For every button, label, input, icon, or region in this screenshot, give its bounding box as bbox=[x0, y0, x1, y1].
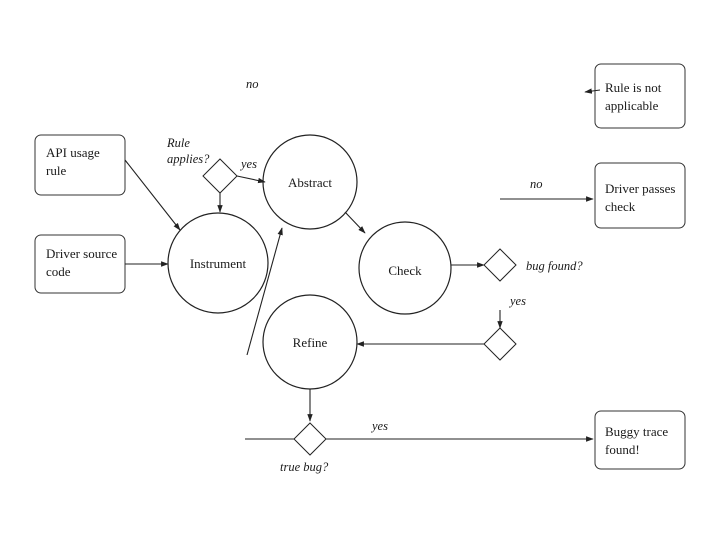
edge-no-to-rule-not-applicable bbox=[584, 88, 601, 94]
abstract-label: Abstract bbox=[288, 175, 332, 190]
driver-source-code-box: Driver source code bbox=[34, 234, 126, 294]
driver-source-code-line1: Driver source bbox=[46, 246, 117, 261]
refine-node: Refine bbox=[262, 294, 358, 390]
edge-loop-to-abstract bbox=[246, 227, 283, 356]
check-node: Check bbox=[358, 221, 452, 315]
no-passes-label: no bbox=[530, 177, 543, 191]
true-bug-diamond bbox=[293, 422, 327, 456]
edge-rule-yes-to-abstract bbox=[236, 175, 266, 184]
edge-api-to-instrument bbox=[124, 159, 181, 231]
edge-abstract-to-check bbox=[344, 211, 366, 234]
rule-not-applicable-line2: applicable bbox=[605, 98, 659, 113]
buggy-trace-found-line1: Buggy trace bbox=[605, 424, 668, 439]
refine-decision-diamond bbox=[483, 327, 517, 361]
yes-rule-label: yes bbox=[239, 157, 257, 171]
driver-passes-check-box: Driver passes check bbox=[594, 162, 686, 229]
bug-found-label: bug found? bbox=[526, 259, 583, 273]
rule-not-applicable-line1: Rule is not bbox=[605, 80, 662, 95]
rule-applies-label-1: Rule bbox=[166, 136, 190, 150]
bug-found-diamond bbox=[483, 248, 517, 282]
buggy-trace-found-box: Buggy trace found! bbox=[594, 410, 686, 470]
driver-source-code-line2: code bbox=[46, 264, 71, 279]
yes-true-label: yes bbox=[370, 419, 388, 433]
rule-applies-label-2: applies? bbox=[167, 152, 210, 166]
yes-bug-label: yes bbox=[508, 294, 526, 308]
buggy-trace-found-line2: found! bbox=[605, 442, 640, 457]
api-usage-rule-line1: API usage bbox=[46, 145, 100, 160]
instrument-node: Instrument bbox=[167, 212, 269, 314]
refine-label: Refine bbox=[293, 335, 328, 350]
check-label: Check bbox=[388, 263, 422, 278]
rule-not-applicable-box: Rule is not applicable bbox=[594, 63, 686, 129]
driver-passes-check-line2: check bbox=[605, 199, 636, 214]
api-usage-rule-box: API usage rule bbox=[34, 134, 126, 196]
api-usage-rule-line2: rule bbox=[46, 163, 66, 178]
driver-passes-check-line1: Driver passes bbox=[605, 181, 675, 196]
no-label-top: no bbox=[246, 77, 259, 91]
instrument-label: Instrument bbox=[190, 256, 247, 271]
abstract-node: Abstract bbox=[262, 134, 358, 230]
true-bug-label: true bug? bbox=[280, 460, 329, 474]
